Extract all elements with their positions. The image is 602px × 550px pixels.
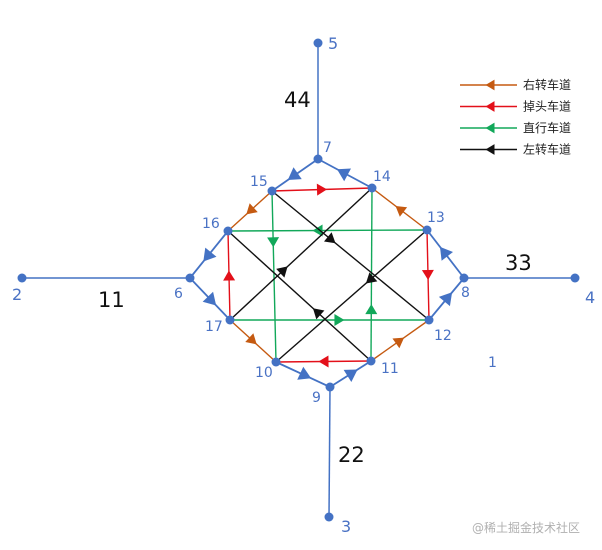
legend-label: 掉头车道 [523, 99, 571, 114]
node-label-9: 9 [312, 390, 321, 406]
node-label-4: 4 [585, 288, 595, 307]
arrow-icon [312, 308, 325, 320]
legend-item-left-turn: 左转车道 [460, 142, 571, 157]
arrow-icon [276, 266, 288, 278]
node-label-11: 11 [381, 361, 399, 377]
node-label-17: 17 [205, 319, 223, 335]
road-segments [22, 43, 575, 518]
node-12 [424, 315, 434, 325]
arrow-icon [245, 333, 257, 345]
arrow-icon [323, 232, 336, 244]
legend-label: 右转车道 [523, 77, 571, 92]
node-label-2: 2 [12, 285, 22, 304]
edge-weight-label: 44 [284, 88, 311, 112]
node-14 [367, 183, 377, 193]
arrow-icon [392, 337, 405, 349]
arrow-icon [421, 269, 434, 280]
arrow-icon [203, 247, 217, 262]
lane-edges [223, 183, 434, 368]
arrow-icon [297, 366, 312, 380]
node-label-15: 15 [250, 174, 268, 190]
node-label-13: 13 [427, 210, 445, 226]
node-label-16: 16 [202, 216, 220, 232]
node-8 [459, 273, 469, 283]
node-label-1: 1 [488, 355, 497, 371]
watermark: @稀土掘金技术社区 [472, 520, 580, 535]
node-label-14: 14 [373, 169, 391, 185]
arrow-left-icon [485, 122, 495, 134]
legend-item-u-turn: 掉头车道 [460, 99, 571, 114]
lane-left-turn-17-14 [229, 187, 373, 321]
arrow-icon [316, 183, 327, 196]
legend-item-straight: 直行车道 [460, 120, 571, 135]
node-5 [313, 38, 323, 48]
node-label-10: 10 [255, 365, 273, 381]
arrow-icon [439, 246, 454, 261]
arrow-icon [365, 272, 378, 284]
node-6 [185, 273, 195, 283]
legend-item-right-turn: 右转车道 [460, 77, 571, 92]
lane-straight-15-10 [271, 190, 277, 363]
arrow-icon [334, 314, 345, 326]
node-3 [324, 512, 334, 522]
arrow-icon [312, 224, 323, 237]
legend-label: 直行车道 [523, 120, 571, 135]
arrow-icon [318, 355, 329, 368]
arrow-icon [365, 304, 378, 315]
node-17 [225, 315, 235, 325]
node-label-8: 8 [461, 285, 470, 301]
arrow-icon [223, 270, 236, 281]
arrow-left-icon [485, 101, 495, 112]
node-15 [267, 186, 277, 196]
edge-weight-label: 11 [98, 288, 125, 312]
node-13 [422, 225, 432, 235]
lane-straight-11-14 [370, 187, 373, 362]
node-9 [325, 382, 335, 392]
node-7 [313, 154, 323, 164]
road-9-3 [328, 386, 331, 518]
node-10 [271, 357, 281, 367]
legend-label: 左转车道 [523, 142, 571, 157]
arrow-icon [343, 369, 358, 382]
arrow-icon [438, 292, 453, 307]
edge-weight-label: 22 [338, 443, 365, 467]
node-2 [17, 273, 27, 283]
arrow-icon [337, 168, 351, 182]
entry-exit-edges [189, 158, 465, 388]
arrow-icon [202, 291, 217, 306]
node-16 [223, 226, 233, 236]
arrow-icon [287, 167, 302, 181]
arrow-icon [395, 205, 408, 217]
node-4 [570, 273, 580, 283]
node-label-7: 7 [323, 140, 332, 156]
node-11 [366, 356, 376, 366]
node-label-6: 6 [174, 286, 183, 302]
edge-weight-label: 33 [505, 251, 532, 275]
lane-left-turn-13-10 [275, 229, 428, 363]
lane-left-turn-15-12 [271, 190, 430, 321]
arrow-left-icon [485, 79, 495, 91]
lane-left-turn-11-16 [227, 230, 372, 362]
node-label-12: 12 [434, 328, 452, 344]
arrow-icon [267, 237, 280, 248]
arrow-icon [246, 203, 258, 215]
node-label-3: 3 [341, 517, 351, 536]
arrow-left-icon [485, 144, 495, 155]
lane-straight-13-16 [227, 229, 428, 232]
node-label-5: 5 [328, 34, 338, 53]
edge-weight-labels: 44 11 33 22 [98, 88, 532, 467]
